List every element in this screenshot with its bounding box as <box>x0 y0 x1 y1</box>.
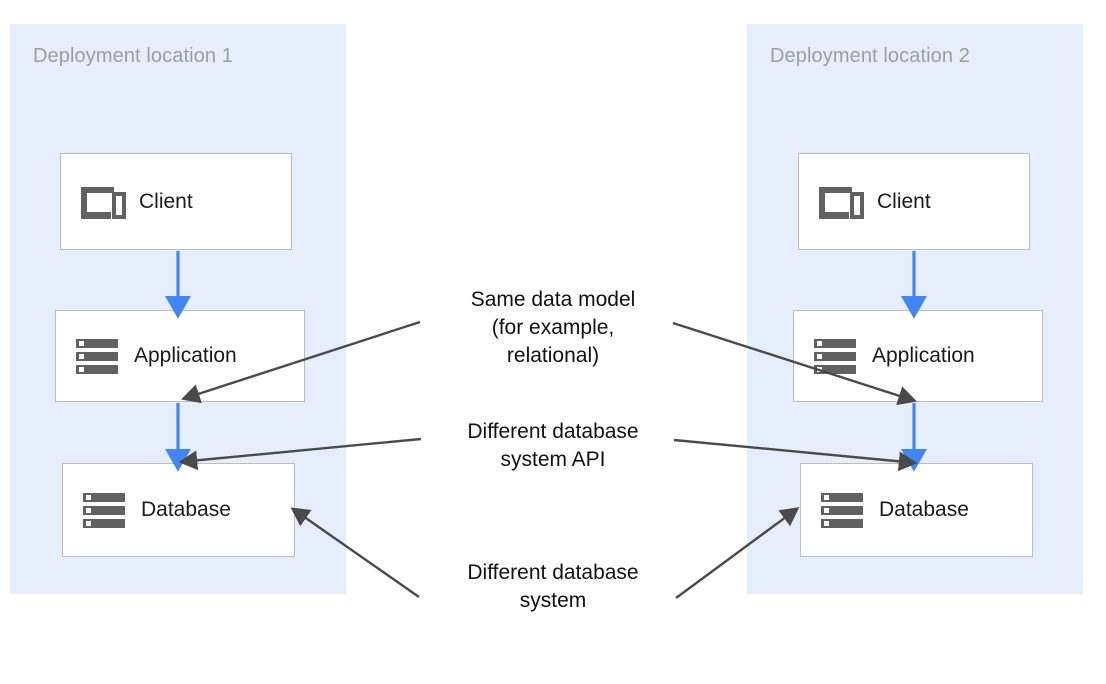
node-label-database-2: Database <box>879 498 969 521</box>
leader-different-db-system-right <box>675 507 800 599</box>
annotation-same-data-model: Same data model (for example, relational… <box>470 288 636 367</box>
node-label-application-1: Application <box>134 344 237 367</box>
zone-title-2: Deployment location 2 <box>770 45 970 67</box>
zone-title-1: Deployment location 1 <box>33 45 233 67</box>
node-label-database-1: Database <box>141 498 231 521</box>
server-stack-icon <box>821 492 865 528</box>
node-client-2[interactable]: Client <box>798 153 1030 250</box>
node-client-1[interactable]: Client <box>60 153 292 250</box>
node-label-client-2: Client <box>877 189 931 213</box>
server-stack-icon <box>76 338 120 374</box>
node-application-1[interactable]: Application <box>55 310 305 402</box>
node-database-1[interactable]: Database <box>62 463 295 557</box>
node-label-client-1: Client <box>139 189 193 213</box>
leader-different-db-api-right <box>673 438 918 472</box>
annotation-different-db-system: Different database system <box>467 561 639 612</box>
leader-different-db-system-left <box>290 507 420 598</box>
leader-same-data-model-left <box>181 320 421 404</box>
annotation-different-db-api: Different database system API <box>467 420 639 471</box>
client-devices-icon <box>819 184 864 220</box>
node-database-2[interactable]: Database <box>800 463 1033 557</box>
client-devices-icon <box>81 184 126 220</box>
leader-same-data-model-right <box>672 321 917 406</box>
node-label-application-2: Application <box>872 344 975 367</box>
leader-different-db-api-left <box>178 437 422 471</box>
server-stack-icon <box>83 492 127 528</box>
node-application-2[interactable]: Application <box>793 310 1043 402</box>
